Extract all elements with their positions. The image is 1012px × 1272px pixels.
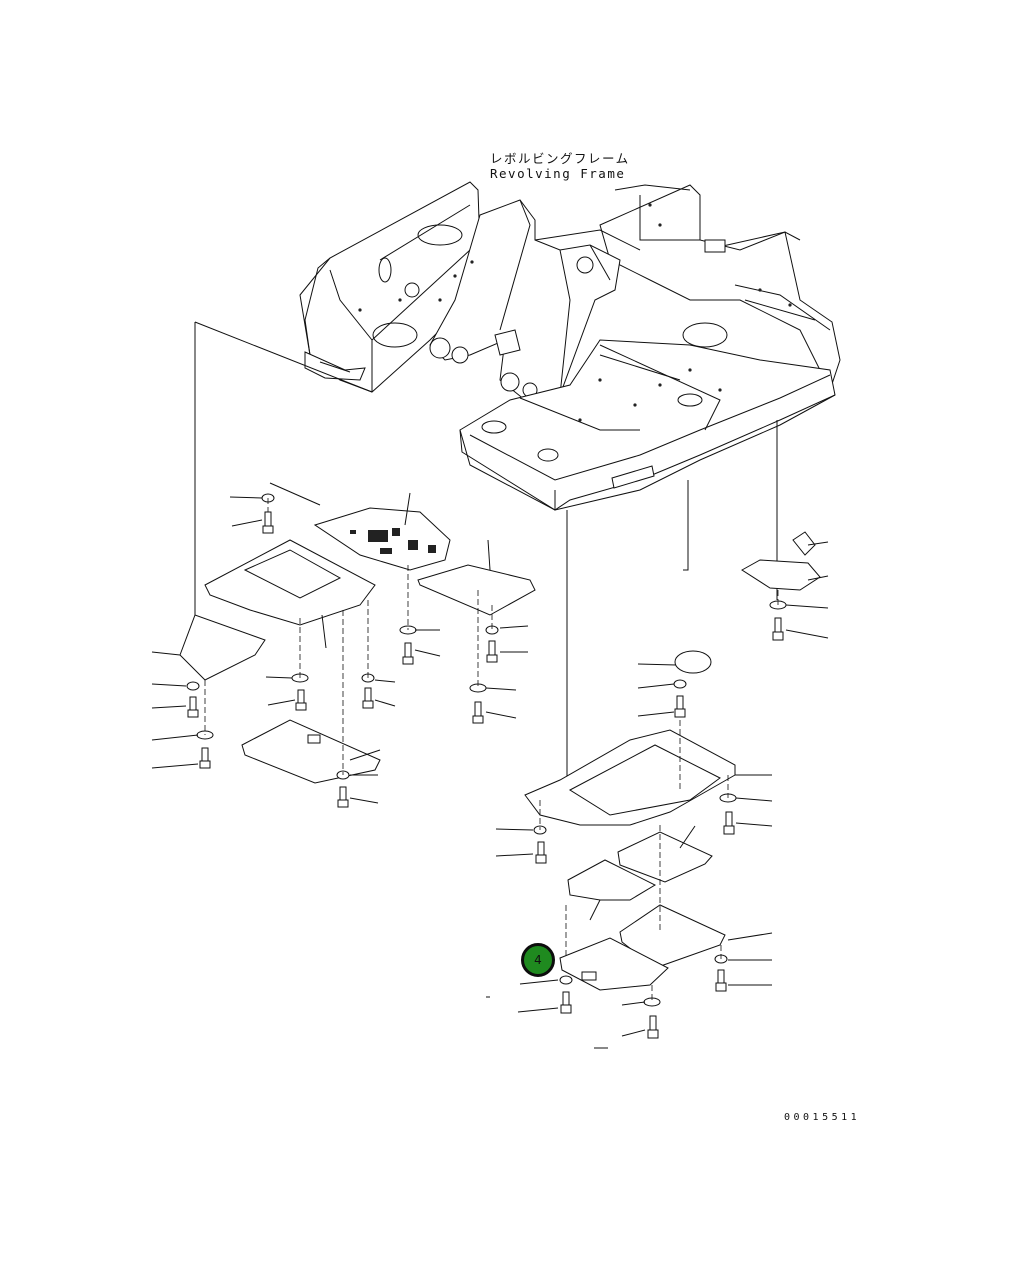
part-leader-lines-left: [151, 492, 529, 804]
alignment-lines-left: [204, 498, 493, 775]
callout-marker[interactable]: 4: [521, 943, 555, 977]
frame-title-japanese: レボルビングフレーム: [490, 151, 630, 166]
fasteners-right: [533, 600, 787, 1039]
right-cover-plates: [524, 531, 821, 991]
callout-number: 4: [534, 953, 542, 967]
assembly-leader-lines: [194, 321, 778, 790]
drawing-number: 00015511: [784, 1112, 861, 1123]
fasteners-left: [186, 493, 499, 808]
left-cover-plates: [179, 507, 536, 784]
revolving-frame-drawing: [299, 181, 841, 511]
frame-title-english: Revolving Frame: [490, 166, 626, 181]
part-leader-lines-right: [486, 541, 829, 1049]
alignment-lines-right: [539, 590, 779, 1002]
